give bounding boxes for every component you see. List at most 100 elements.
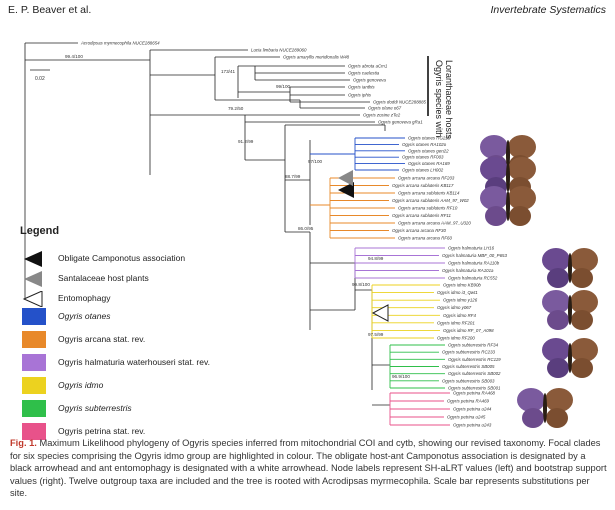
node-labels: 99.4/100 173/41 99/100 79.2/50 91.2/99 88.7/9… [65, 54, 410, 379]
legend-label: Santalaceae host plants [58, 273, 149, 283]
legend-label: Ogyris halmaturia waterhouseri stat. rev… [58, 357, 210, 367]
tip-label: Ogyris amaryllis meridionalis W48 [283, 55, 350, 60]
clade-branches [310, 137, 450, 426]
node-support-label: 97/100 [308, 159, 322, 164]
tip-label: Ogyris arcana arcana RF30 [392, 228, 446, 233]
santalaceae-grey-arrowhead [338, 170, 353, 186]
legend-item-arcana: Ogyris arcana stat. rev. [20, 331, 245, 349]
arrowheads [338, 170, 389, 322]
color-swatch [22, 400, 46, 417]
tip-label: Ogyris olane o67 [368, 106, 402, 111]
legend-item-petrina: Ogyris petrina stat. rev. [20, 423, 245, 441]
tip-label: Ogyris arcana arcana RF60 [398, 236, 452, 241]
caption-label: Fig. 1. [10, 438, 37, 448]
butterfly-specimen-image [542, 248, 598, 288]
tip-label: Ogyris idmo KB90b [443, 283, 481, 288]
tip-label: Ogyris petrina u244 [453, 407, 492, 412]
color-swatch [22, 377, 46, 394]
color-swatch [22, 354, 46, 371]
tip-label: Ogyris subterrestris RF34 [448, 343, 499, 348]
node-support-label: 94.8/99 [368, 256, 384, 261]
node-support-label: 99/100 [276, 84, 290, 89]
tip-label: Ogyris otanes gen22 [408, 148, 449, 153]
legend-item-halmaturia: Ogyris halmaturia waterhouseri stat. rev… [20, 354, 245, 372]
tip-label: Ogyris idmo i3_Qwt1 [437, 290, 478, 295]
tip-label: Ogyris otanes RA102o [402, 142, 447, 147]
tip-label: Ogyris halmaturia LH16 [448, 246, 495, 251]
legend-label: Ogyris arcana stat. rev. [58, 334, 146, 344]
node-support-label: 88.7/99 [285, 174, 301, 179]
tip-labels: Acrodipsas myrmecophila NUCE288654Lucia … [80, 41, 507, 428]
node-support-label: 96.9/100 [392, 374, 410, 379]
node-support-label: 91.2/99 [238, 139, 254, 144]
node-support-label: 173/41 [221, 69, 235, 74]
butterfly-specimen-image [480, 186, 536, 226]
tip-label: Ogyris halmaturia MBF_00_P653 [442, 253, 507, 258]
tip-label: Ogyris arcana subluteris RF10 [398, 206, 458, 211]
tip-label: Ogyris otanes RA169 [408, 161, 450, 166]
legend-label: Ogyris petrina stat. rev. [58, 426, 146, 436]
node-support-label: 79.2/50 [228, 106, 244, 111]
legend-item-entomophagy: Entomophagy [20, 290, 245, 308]
color-swatch [22, 308, 46, 325]
caption-text: Maximum Likelihood phylogeny of Ogyris s… [10, 438, 607, 499]
tip-label: Ogyris petrina RA468 [453, 391, 496, 396]
tip-label: Ogyris subterrestris SB001 [448, 386, 501, 391]
tree-branches [24, 42, 390, 406]
scale-bar: 0.02 [30, 69, 50, 82]
tip-label: Ogyris petrina u245 [447, 415, 486, 420]
tip-label: Ogyris doddi NUCE288885 [373, 100, 427, 105]
legend-item-otanes: Ogyris otanes [20, 308, 245, 326]
legend-item-santalaceae: Santalaceae host plants [20, 270, 245, 288]
tip-label: Ogyris petrina RA469 [447, 399, 490, 404]
butterfly-specimen-image [542, 290, 598, 330]
legend-label: Ogyris subterrestris [58, 403, 132, 413]
legend-label: Ogyris idmo [58, 380, 104, 390]
tip-label: Ogyris halmaturia RC552 [448, 276, 498, 281]
black-arrowhead-icon [24, 251, 42, 267]
tip-label: Ogyris arcana arcana AAM_97_U320 [398, 221, 471, 226]
legend-label: Entomophagy [58, 293, 111, 303]
tip-label: Ogyris idmo y067 [437, 305, 472, 310]
legend-title: Legend [20, 225, 60, 237]
node-support-label: 99.8/100 [352, 282, 370, 287]
camponotus-black-arrowhead [338, 182, 354, 198]
tip-label: Ogyris subterrestris RC233 [442, 350, 496, 355]
tip-label: Ogyris arcana subluteris AAM_97_W02 [392, 198, 469, 203]
tip-label: Ogyris ianthis [348, 85, 375, 90]
clade-label-line2: Loranthaceae hosts [444, 60, 454, 140]
legend-item-idmo: Ogyris idmo [20, 377, 245, 395]
tip-label: Ogyris zosine zTe2 [363, 113, 401, 118]
scale-bar-label: 0.02 [35, 76, 45, 82]
node-support-label: 86.0/95 [298, 226, 314, 231]
legend-label: Ogyris otanes [58, 311, 111, 321]
tip-label: Ogyris genoveva [353, 78, 387, 83]
tip-label: Ogyris subterrestris SB003 [442, 378, 495, 383]
legend-item-subterrestris: Ogyris subterrestris [20, 400, 245, 418]
loranthaceae-bracket: Ogyris species with Loranthaceae hosts [427, 56, 454, 140]
color-swatch [22, 331, 46, 348]
legend-item-camponotus: Obligate Camponotus association [20, 250, 245, 268]
node-support-label: 99.4/100 [65, 54, 83, 59]
tip-label: Ogyris idmo RF201 [437, 320, 475, 325]
tip-label: Ogyris abrota aCm1 [348, 64, 388, 69]
running-header-journal: Invertebrate Systematics [490, 4, 606, 16]
butterfly-specimen-image [517, 388, 573, 428]
phylogeny-figure: Acrodipsas myrmecophila NUCE288654Lucia … [24, 41, 598, 428]
tip-label: Ogyris subterrestris SB002 [448, 371, 501, 376]
running-header-authors: E. P. Beaver et al. [8, 4, 92, 16]
tip-label: Ogyris idmo RF_07_A098 [443, 328, 494, 333]
tip-label: Ogyris petrina u243 [453, 423, 492, 428]
tip-label: Ogyris iphis [348, 93, 372, 98]
tip-label: Ogyris otanes RF003 [402, 155, 444, 160]
node-support-label: 97.5/99 [368, 332, 384, 337]
tip-label: Ogyris arcana subluteris KB114 [398, 191, 460, 196]
tip-label: Ogyris halmaturia RA110b [448, 261, 500, 266]
clade-label-line1: Ogyris species with [434, 60, 444, 138]
tip-label: Ogyris caelestia [348, 71, 380, 76]
figure-caption: Fig. 1. Maximum Likelihood phylogeny of … [10, 437, 608, 500]
tip-label: Ogyris idmo RF4 [443, 313, 476, 318]
tip-label: Lucia limbaria NUCE289060 [251, 48, 307, 53]
tip-label: Ogyris otanes RG226 [408, 136, 451, 141]
tip-label: Acrodipsas myrmecophila NUCE288654 [80, 41, 160, 46]
